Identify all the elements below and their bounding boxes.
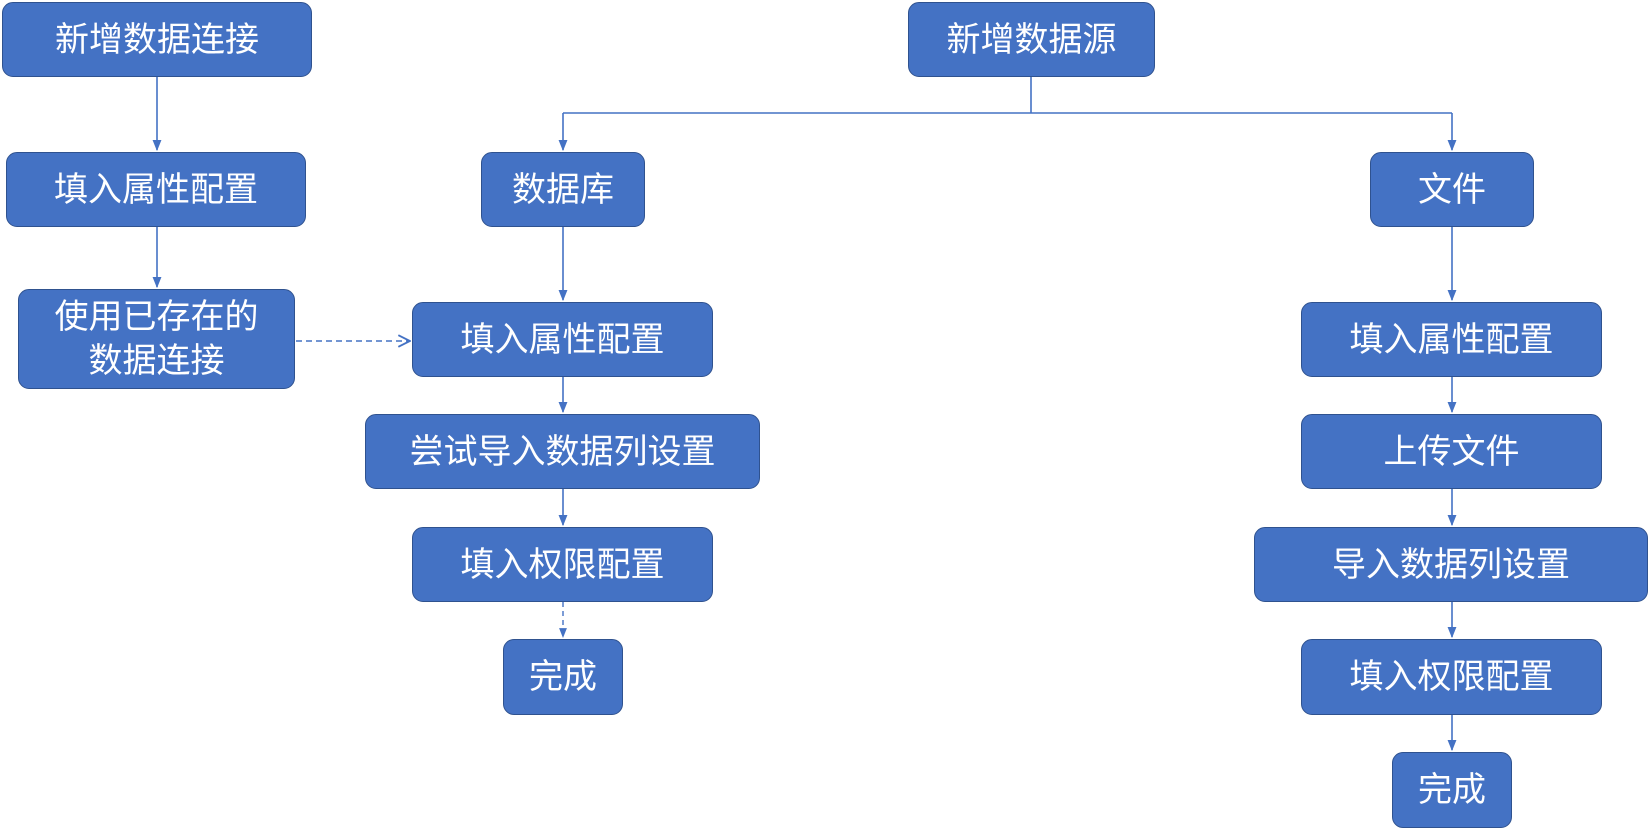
node-new-datasource[interactable]: 新增数据源 bbox=[908, 2, 1155, 77]
node-db-fill-properties[interactable]: 填入属性配置 bbox=[412, 302, 713, 377]
node-left-fill-properties[interactable]: 填入属性配置 bbox=[6, 152, 306, 227]
node-database-label: 数据库 bbox=[512, 169, 614, 210]
node-upload-file-label: 上传文件 bbox=[1383, 431, 1520, 472]
node-use-existing-line1: 使用已存在的 bbox=[54, 297, 259, 337]
node-file[interactable]: 文件 bbox=[1370, 152, 1534, 227]
node-file-done-label: 完成 bbox=[1418, 770, 1486, 810]
node-file-fill-permissions-label: 填入权限配置 bbox=[1349, 657, 1554, 697]
node-upload-file[interactable]: 上传文件 bbox=[1301, 414, 1602, 489]
node-file-fill-permissions[interactable]: 填入权限配置 bbox=[1301, 639, 1602, 715]
node-file-fill-properties[interactable]: 填入属性配置 bbox=[1301, 302, 1602, 377]
node-file-done[interactable]: 完成 bbox=[1392, 752, 1512, 828]
node-import-columns-label: 导入数据列设置 bbox=[1332, 544, 1570, 585]
node-db-fill-properties-label: 填入属性配置 bbox=[460, 319, 665, 360]
node-file-label: 文件 bbox=[1418, 169, 1486, 210]
node-database[interactable]: 数据库 bbox=[481, 152, 645, 227]
node-try-import-columns-label: 尝试导入数据列设置 bbox=[409, 431, 716, 472]
node-left-fill-properties-label: 填入属性配置 bbox=[54, 169, 258, 210]
node-db-fill-permissions-label: 填入权限配置 bbox=[460, 544, 665, 585]
node-new-connection[interactable]: 新增数据连接 bbox=[2, 2, 312, 77]
node-file-fill-properties-label: 填入属性配置 bbox=[1349, 319, 1554, 360]
node-new-connection-label: 新增数据连接 bbox=[55, 19, 259, 60]
node-new-datasource-label: 新增数据源 bbox=[946, 19, 1117, 60]
node-db-done-label: 完成 bbox=[529, 657, 597, 697]
node-db-fill-permissions[interactable]: 填入权限配置 bbox=[412, 527, 713, 602]
node-try-import-columns[interactable]: 尝试导入数据列设置 bbox=[365, 414, 760, 489]
node-use-existing-connection-text: 使用已存在的 数据连接 bbox=[55, 295, 259, 383]
node-use-existing-line2: 数据连接 bbox=[88, 341, 225, 381]
node-import-columns[interactable]: 导入数据列设置 bbox=[1254, 527, 1648, 602]
node-use-existing-connection[interactable]: 使用已存在的 数据连接 bbox=[18, 289, 295, 389]
node-db-done[interactable]: 完成 bbox=[503, 639, 623, 715]
